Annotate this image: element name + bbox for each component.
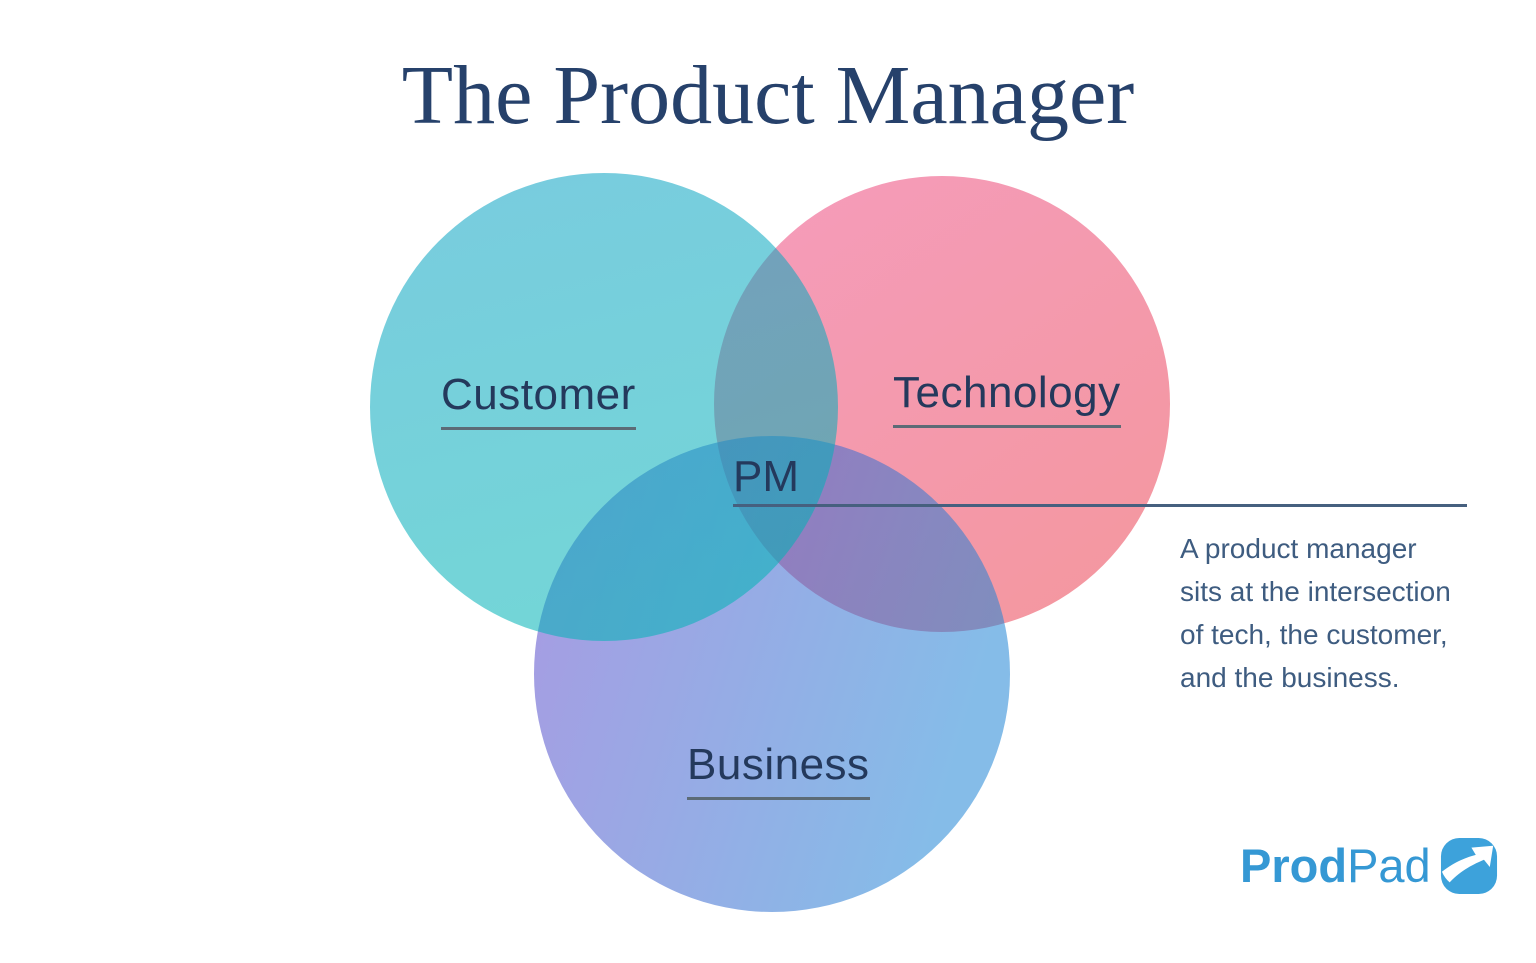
callout-text-line: and the business. bbox=[1180, 662, 1400, 693]
callout-text: A product manager sits at the intersecti… bbox=[1180, 527, 1451, 699]
logo-text-pad: Pad bbox=[1347, 839, 1431, 892]
callout-text-line: sits at the intersection bbox=[1180, 576, 1451, 607]
customer-label: Customer bbox=[441, 370, 636, 430]
callout-text-line: of tech, the customer, bbox=[1180, 619, 1448, 650]
logo-arrow-glyph bbox=[1441, 845, 1493, 883]
arrow-up-right-icon bbox=[1440, 837, 1497, 895]
prodpad-logo-text: ProdPad bbox=[1240, 836, 1431, 896]
callout-line bbox=[733, 504, 1467, 507]
page-title: The Product Manager bbox=[401, 49, 1135, 142]
callout-text-line: A product manager bbox=[1180, 533, 1417, 564]
customer-circle bbox=[370, 173, 838, 641]
logo-text-prod: Prod bbox=[1240, 839, 1348, 892]
technology-label: Technology bbox=[893, 368, 1121, 428]
prodpad-logo: ProdPad bbox=[1240, 836, 1498, 896]
business-label: Business bbox=[687, 740, 870, 800]
pm-center-label: PM bbox=[733, 452, 799, 501]
